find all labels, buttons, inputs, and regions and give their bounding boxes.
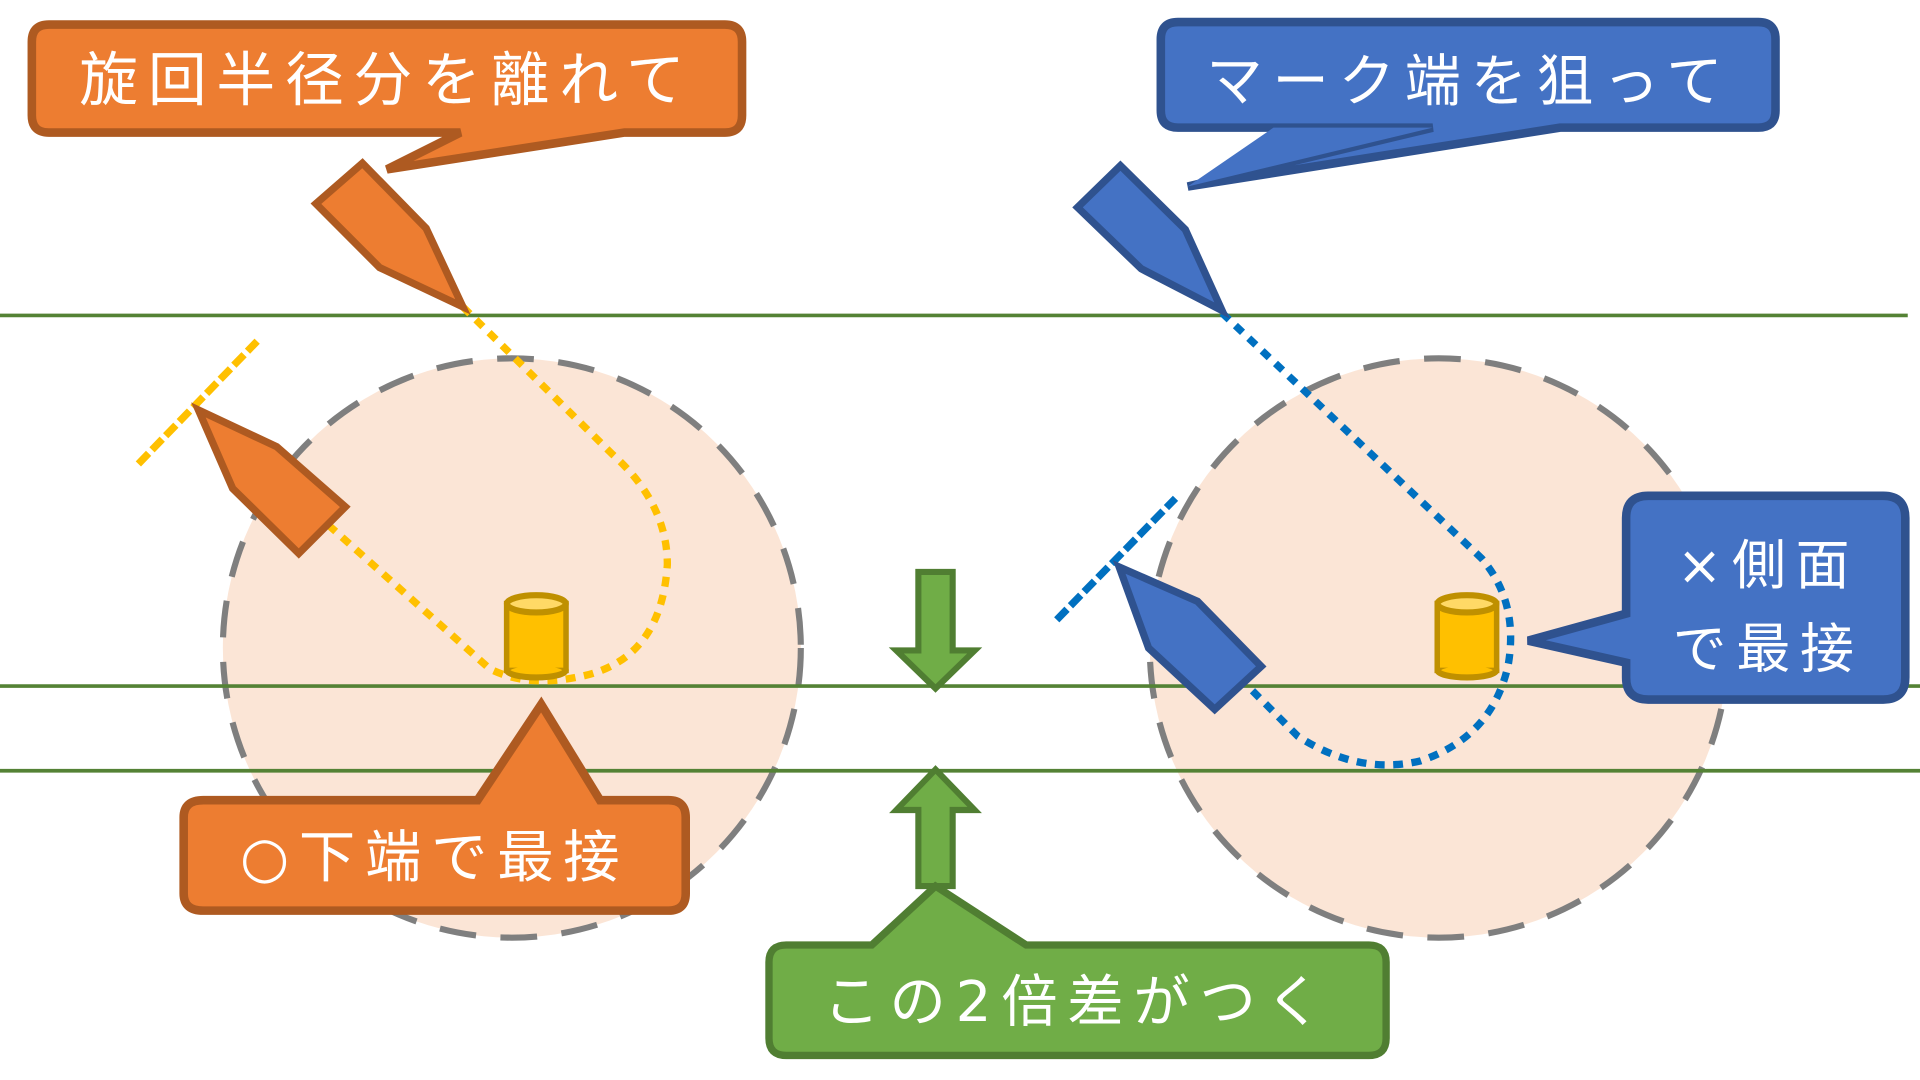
callout-left-top-text: 旋回半径分を離れて — [79, 46, 694, 115]
callout-left-top: 旋回半径分を離れて — [27, 20, 747, 174]
arrow-down-icon — [888, 568, 983, 693]
callout-left-bottom-text: ○下端で最接 — [240, 825, 629, 890]
callout-center-bottom-text: この2倍差がつく — [823, 970, 1331, 1035]
boat-icon-left-exit — [191, 402, 351, 559]
callout-right-side-line2: で最接 — [1673, 618, 1864, 681]
callout-right-top-text: マーク端を狙って — [1206, 50, 1732, 115]
callout-left-bottom: ○下端で最接 — [179, 696, 690, 915]
tight-exit-heading-line — [1054, 495, 1179, 623]
wide-exit-heading-line — [135, 338, 260, 467]
callout-center-bottom: この2倍差がつく — [765, 881, 1390, 1060]
callout-right-side-line1: ×側面 — [1677, 534, 1859, 597]
boat-icon-right-entry — [1072, 160, 1230, 319]
boat-icon-right-exit — [1112, 560, 1267, 715]
callout-right-top: マーク端を狙って — [1156, 17, 1780, 191]
callout-right-side: ×側面 で最接 — [1527, 491, 1910, 704]
mark-buoy-left — [503, 592, 569, 681]
mark-buoy-right — [1434, 592, 1500, 681]
tight-approach-path — [1219, 310, 1515, 769]
arrow-up-icon — [889, 765, 982, 890]
boat-icon-left-entry — [310, 158, 471, 315]
